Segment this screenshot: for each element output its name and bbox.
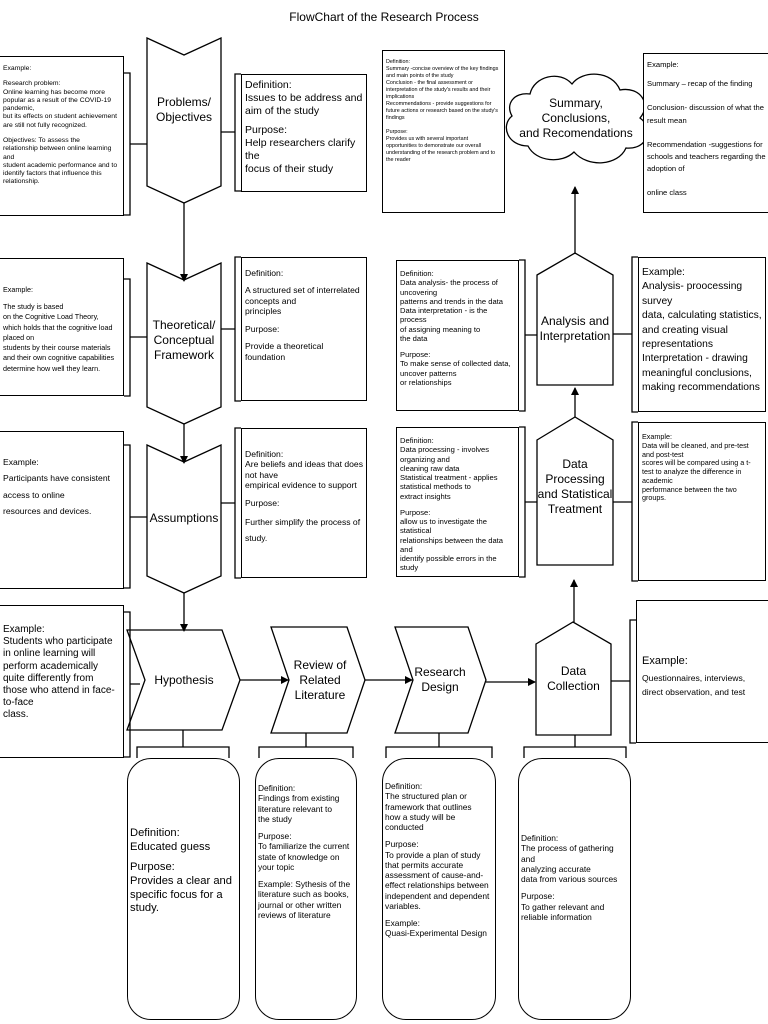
diagram-title: FlowChart of the Research Process (289, 10, 479, 24)
design-shape (394, 626, 487, 734)
bracket-collection-example (611, 619, 636, 744)
bracket-analysis-example (613, 256, 638, 413)
design-definition-box: Definition: The structured plan or frame… (382, 758, 496, 1020)
analysis-example-box: Example: Analysis- proocessing survey da… (638, 257, 766, 412)
processing-definition-box: Definition: Data processing - involves o… (396, 427, 519, 577)
step-label-theoretical: Theoretical/ Conceptual Framework (152, 317, 216, 362)
bracket-assumptions-example (124, 444, 147, 589)
step-label-design: Research Design (414, 665, 466, 694)
bracket-analysis-def (519, 259, 537, 412)
bracket-problems-def (221, 73, 241, 192)
bracket-theoretical-example (124, 278, 147, 397)
summary-definition-box: Definition: Summary -concise overview of… (382, 50, 505, 213)
assumptions-definition-box: Definition: Are beliefs and ideas that d… (241, 428, 367, 578)
step-label-problems: Problems/ Objectives (155, 95, 213, 124)
bracket-processing-example (613, 421, 638, 582)
theoretical-definition-box: Definition: A structured set of interrel… (241, 257, 367, 401)
theoretical-example-box: Example: The study is based on the Cogni… (0, 258, 124, 396)
problems-definition-box: Definition: Issues to be address and aim… (241, 74, 367, 192)
step-label-review: Review of Related Literature (293, 657, 347, 702)
bracket-hypothesis-example (124, 611, 140, 758)
analysis-definition-box: Definition: Data analysis- the process o… (396, 260, 519, 411)
bracket-processing-def (519, 426, 537, 578)
step-label-assumptions: Assumptions (149, 510, 219, 525)
problems-shape (146, 36, 222, 204)
step-label-collection: Data Collection (547, 664, 600, 693)
hypothesis-shape (126, 629, 241, 731)
bracket-problems-example (124, 72, 147, 216)
collection-example-box: Example: Questionnaires, interviews, dir… (636, 600, 768, 743)
bracket-design-def (385, 733, 493, 758)
bracket-review-def (258, 733, 354, 758)
collection-shape (535, 621, 612, 736)
review-definition-box: Definition: Findings from existing liter… (255, 758, 357, 1020)
analysis-shape (536, 252, 614, 386)
review-shape (270, 626, 366, 734)
step-label-summary: Summary, Conclusions, and Recomendations (519, 95, 633, 140)
bracket-hypothesis-def (136, 730, 230, 758)
bracket-collection-def (523, 735, 627, 758)
summary-cloud-shape (505, 73, 649, 164)
summary-example-box: Example: Summary – recap of the finding … (643, 53, 768, 213)
collection-definition-box: Definition: The process of gathering and… (518, 758, 631, 1020)
processing-example-box: Example: Data will be cleaned, and pre-t… (638, 422, 766, 581)
step-label-hypothesis: Hypothesis (154, 672, 214, 687)
problems-example-box: Example: Research problem: Online learni… (0, 56, 124, 216)
hypothesis-definition-box: Definition: Educated guess Purpose: Prov… (127, 758, 240, 1020)
step-label-analysis: Analysis and Interpretation (539, 314, 611, 343)
bracket-assumptions-def (221, 427, 241, 579)
bracket-theoretical-def (221, 256, 241, 402)
hypothesis-example-box: Example: Students who participate in onl… (0, 605, 124, 758)
assumptions-example-box: Example: Participants have consistent ac… (0, 431, 124, 589)
step-label-processing: Data Processing and Statistical Treatmen… (537, 457, 613, 516)
